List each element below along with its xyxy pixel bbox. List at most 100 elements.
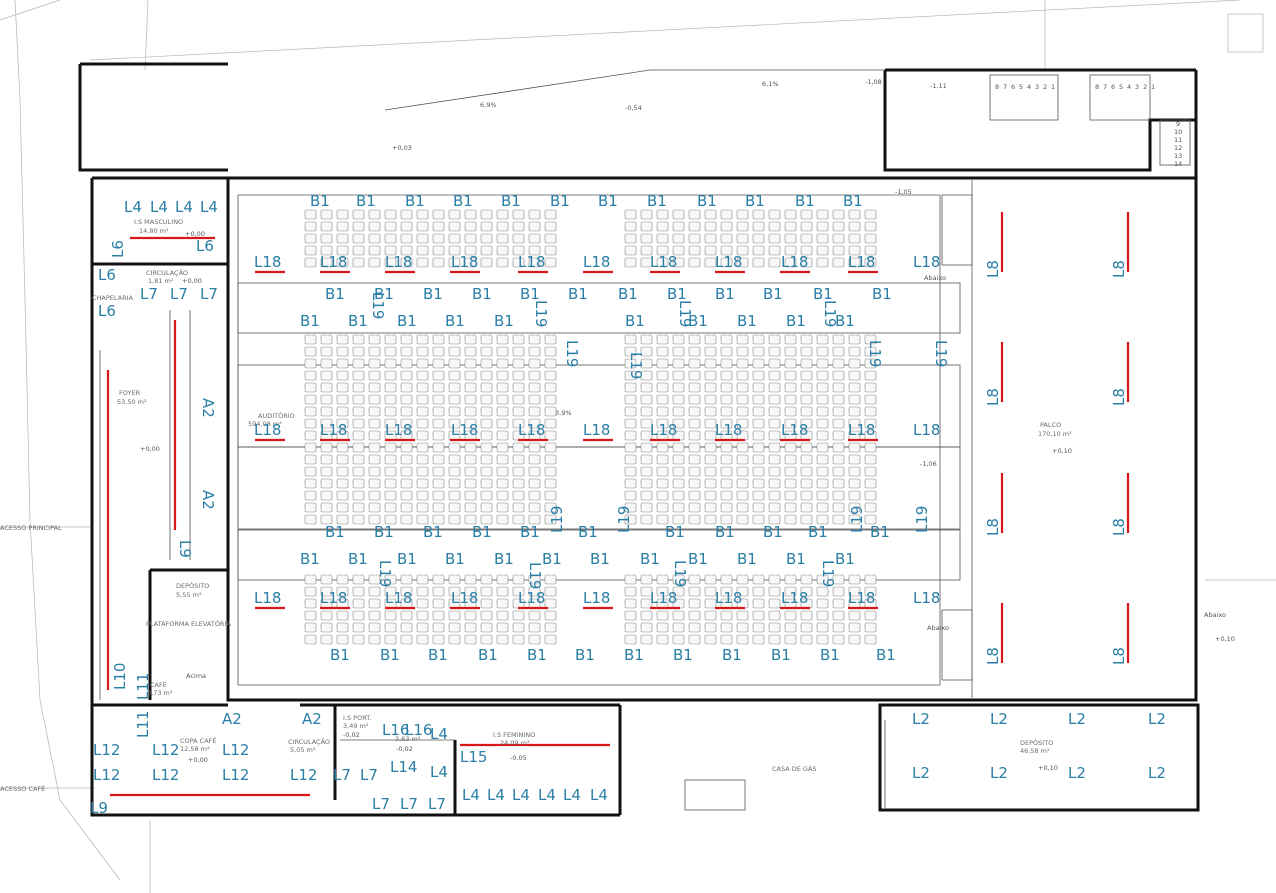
seat (864, 257, 877, 268)
seat (768, 245, 781, 256)
seat (320, 490, 333, 501)
fixture-tag: L12 (152, 766, 179, 784)
seat (336, 257, 349, 268)
seat (416, 245, 429, 256)
porter-wc-level: -0,02 (343, 731, 360, 739)
fixture-tag: L18 (320, 253, 347, 271)
fixture-tag: L18 (254, 421, 281, 439)
seat (720, 490, 733, 501)
seat (544, 382, 557, 393)
seat (624, 514, 637, 525)
seat (416, 209, 429, 220)
seat (688, 442, 701, 453)
seat (400, 478, 413, 489)
room-labels: AUDITÓRIO 594,08 m² PALCO 170,10 m² +0,1… (0, 218, 1072, 793)
seat (864, 209, 877, 220)
seat (304, 478, 317, 489)
fixture-tag: A2 (222, 710, 242, 728)
seat (720, 382, 733, 393)
fixture-tag: L19 (866, 340, 884, 367)
fixture-tag: L4 (512, 786, 530, 804)
seat (736, 334, 749, 345)
fixture-tag: L18 (650, 421, 677, 439)
seat (624, 502, 637, 513)
seat (832, 221, 845, 232)
seat (512, 574, 525, 585)
seat (432, 334, 445, 345)
seat (496, 610, 509, 621)
fixture-tag: B1 (575, 646, 595, 664)
seat (720, 209, 733, 220)
fixture-tag: L12 (290, 766, 317, 784)
seat (528, 490, 541, 501)
seat (832, 610, 845, 621)
seat (464, 358, 477, 369)
fixture-tag: B1 (625, 312, 645, 330)
seat (672, 334, 685, 345)
seat (336, 221, 349, 232)
seat (688, 574, 701, 585)
seat (304, 233, 317, 244)
seat (432, 478, 445, 489)
seat (640, 257, 653, 268)
seat (816, 221, 829, 232)
seat (320, 586, 333, 597)
slope-annotation: 3,9% (555, 409, 572, 417)
circulation-top-level: +0,00 (182, 277, 202, 285)
fixture-tag: B1 (673, 646, 693, 664)
seat (848, 610, 861, 621)
seat (352, 370, 365, 381)
seat (352, 634, 365, 645)
seat (640, 598, 653, 609)
seat (656, 406, 669, 417)
seat (752, 586, 765, 597)
seat (464, 574, 477, 585)
fixture-tag: B1 (445, 312, 465, 330)
seat (512, 514, 525, 525)
interior-lines (99, 69, 1191, 811)
seat (480, 514, 493, 525)
fixture-tag: B1 (715, 523, 735, 541)
fixture-tag: B1 (647, 192, 667, 210)
circulation-top-area: 1,81 m² (148, 277, 174, 285)
fixture-tag: L8 (984, 260, 1002, 278)
seat (352, 245, 365, 256)
seat (448, 370, 461, 381)
fixture-tag: B1 (453, 192, 473, 210)
seat (656, 346, 669, 357)
seat (656, 454, 669, 465)
fixture-tag: L19 (676, 300, 694, 327)
seat (672, 257, 685, 268)
seat (736, 478, 749, 489)
seat (736, 406, 749, 417)
wc-female-name: I.S FEMININO (493, 731, 535, 739)
seat (384, 394, 397, 405)
seat (672, 245, 685, 256)
seat (736, 382, 749, 393)
seat (768, 233, 781, 244)
wc-female-level: -0,05 (510, 754, 527, 762)
seat (528, 233, 541, 244)
seat (784, 346, 797, 357)
seat (432, 466, 445, 477)
seat (736, 233, 749, 244)
seat (672, 514, 685, 525)
seat (352, 598, 365, 609)
seat (432, 490, 445, 501)
fixture-tag: B1 (300, 550, 320, 568)
seat (688, 334, 701, 345)
seat (400, 245, 413, 256)
fixture-tag: B1 (835, 550, 855, 568)
seat (480, 490, 493, 501)
seat (368, 430, 381, 441)
seat (384, 478, 397, 489)
level-annotation: -1,05 (895, 188, 912, 196)
svg-text:7: 7 (1103, 83, 1107, 91)
seat (800, 406, 813, 417)
seat (768, 586, 781, 597)
seat (816, 245, 829, 256)
seat (720, 370, 733, 381)
seat (320, 634, 333, 645)
fixture-tag: B1 (745, 192, 765, 210)
